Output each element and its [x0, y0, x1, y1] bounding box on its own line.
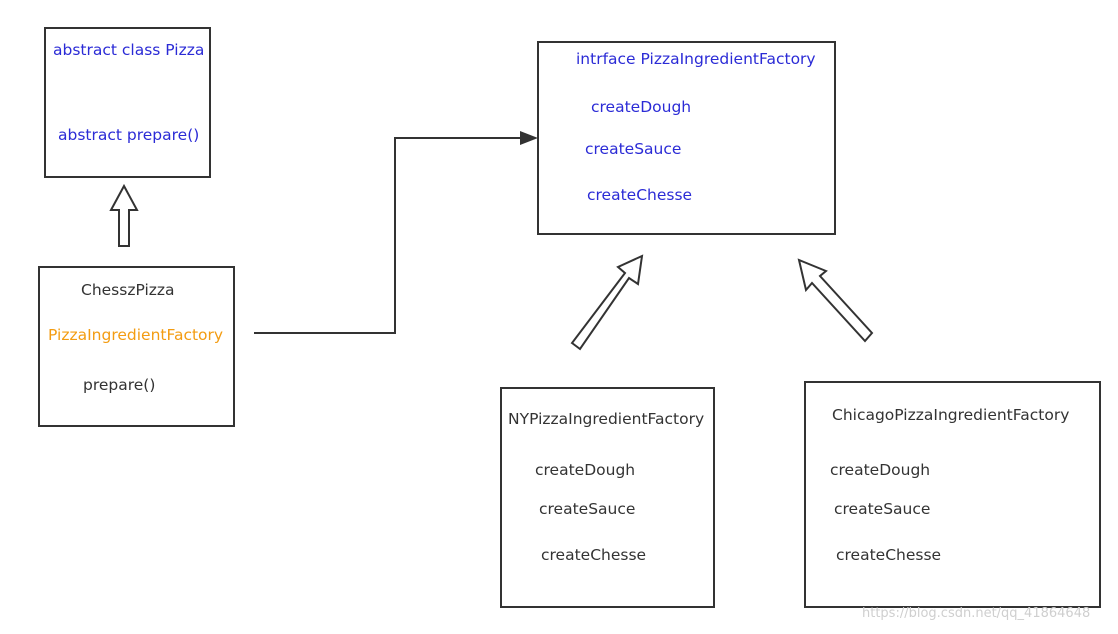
pizza-class-box: [44, 27, 211, 178]
chicago-factory-title: ChicagoPizzaIngredientFactory: [832, 406, 1070, 424]
inheritance-arrow-ny-to-interface: [570, 254, 644, 351]
ny-factory-title: NYPizzaIngredientFactory: [508, 410, 705, 428]
pizza-class-title: abstract class Pizza: [53, 41, 205, 59]
chessz-pizza-box: [38, 266, 235, 427]
ny-create-sauce: createSauce: [539, 500, 636, 518]
pizza-prepare-method: abstract prepare(): [58, 126, 200, 144]
interface-create-sauce: createSauce: [585, 140, 682, 158]
chessz-pizza-prepare-method: prepare(): [83, 376, 156, 394]
watermark-text: https://blog.csdn.net/qq_41864648: [862, 606, 1091, 621]
ny-factory-box: [500, 387, 715, 608]
factory-interface-title: intrface PizzaIngredientFactory: [576, 50, 816, 68]
inheritance-arrow-chessz-to-pizza: [109, 183, 139, 247]
association-line: [254, 137, 522, 334]
ny-create-chesse: createChesse: [541, 546, 647, 564]
chessz-pizza-title: ChesszPizza: [81, 281, 175, 299]
chicago-create-chesse: createChesse: [836, 546, 942, 564]
chicago-create-sauce: createSauce: [834, 500, 931, 518]
association-arrowhead: [520, 131, 538, 145]
factory-interface-box: [537, 41, 836, 235]
interface-create-dough: createDough: [591, 98, 692, 116]
ny-create-dough: createDough: [535, 461, 636, 479]
interface-create-chesse: createChesse: [587, 186, 693, 204]
chicago-factory-box: [804, 381, 1101, 608]
chessz-pizza-factory-field: PizzaIngredientFactory: [48, 326, 224, 344]
chicago-create-dough: createDough: [830, 461, 931, 479]
inheritance-arrow-chicago-to-interface: [797, 258, 874, 343]
